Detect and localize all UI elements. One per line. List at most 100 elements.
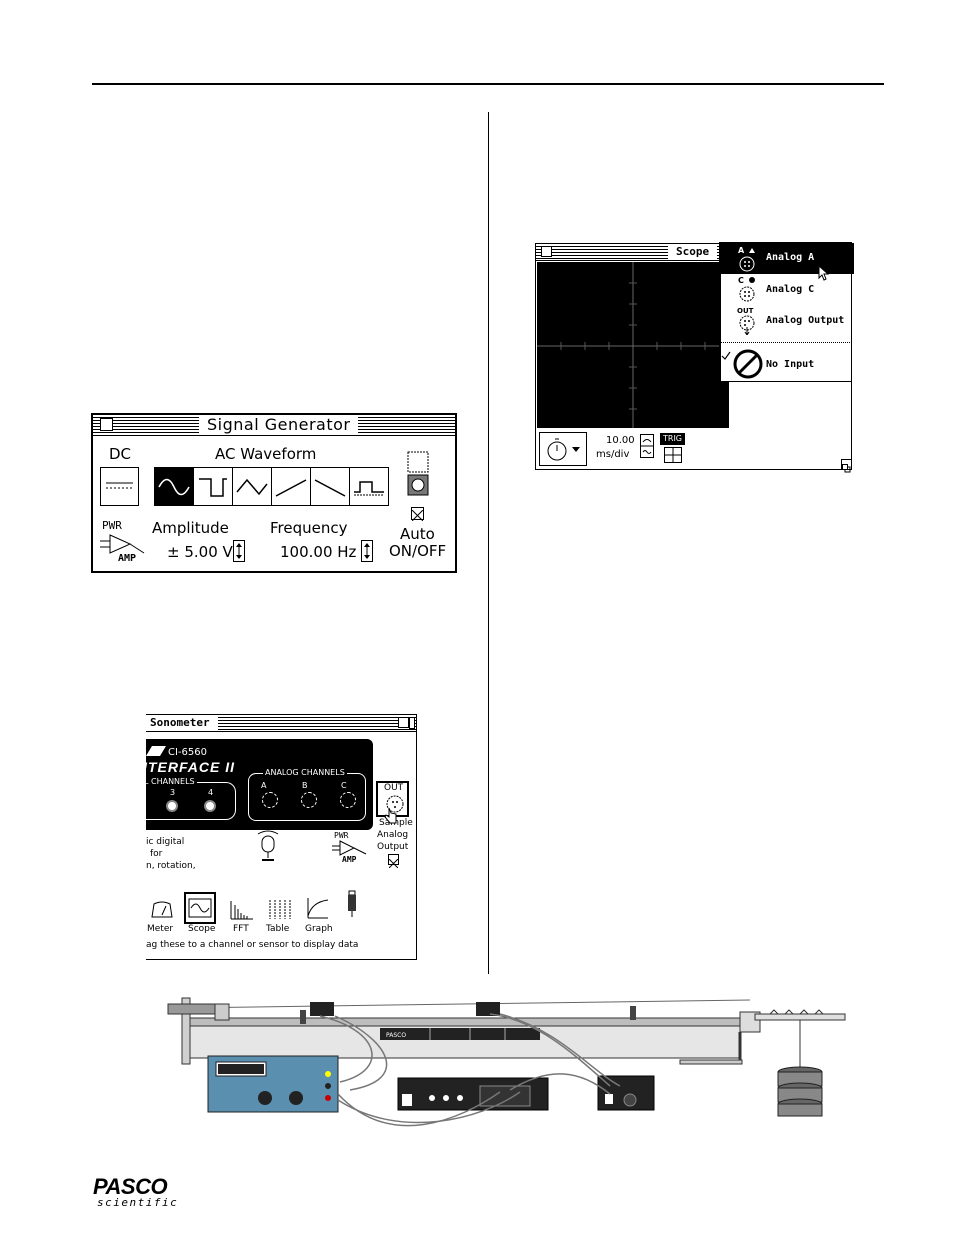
menu-label: Analog Output (766, 315, 845, 326)
triangle-wave-button[interactable] (232, 467, 272, 506)
svg-text:A: A (738, 246, 745, 255)
amplitude-value[interactable]: ± 5.00 V (167, 543, 233, 561)
channel-c-label: C (341, 781, 347, 790)
mouse-pointer-icon (818, 265, 830, 281)
pulse-wave-button[interactable] (349, 467, 389, 506)
trigger-level-icon[interactable] (664, 447, 682, 463)
scope-icon (188, 898, 212, 918)
sample-timer-button[interactable] (539, 432, 587, 466)
resize-box[interactable] (841, 459, 852, 473)
digital-channels-group: L CHANNELS 3 4 (146, 777, 236, 820)
scope-grid (537, 262, 729, 428)
detector-coil (476, 1002, 500, 1016)
power-amplifier-box (207, 1055, 339, 1113)
pasco-logo: PASCO scientific (93, 1176, 183, 1210)
menu-separator (721, 342, 852, 343)
logo-main: PASCO (93, 1174, 168, 1199)
up-down-arrows-icon (364, 543, 370, 559)
display-fft-label: FFT (233, 924, 249, 934)
power-amplifier-icon[interactable]: PWR AMP (332, 831, 368, 867)
sonometer-titlebar[interactable]: Sonometer (146, 715, 416, 732)
amplitude-stepper[interactable] (233, 540, 245, 562)
sonometer-scale (380, 1028, 540, 1040)
digital-desc-2: for (150, 849, 163, 859)
stopwatch-icon (547, 438, 580, 461)
window-title: Signal Generator (199, 415, 359, 435)
dc-button[interactable] (100, 467, 139, 506)
sine-wave-icon (158, 478, 190, 496)
scrollbar-corner (409, 717, 415, 729)
ramp-up-wave-button[interactable] (271, 467, 311, 506)
digital-channel-3-jack[interactable] (166, 800, 178, 812)
model-label: CI-6560 (168, 747, 207, 758)
out-label: OUT (384, 783, 404, 793)
ramp-down-wave-icon (314, 479, 346, 497)
menu-item-analog-a[interactable]: A Analog A (721, 243, 854, 281)
frequency-stepper[interactable] (361, 540, 373, 562)
digital-channel-4-jack[interactable] (204, 800, 216, 812)
timebase-value: 10.00 (606, 435, 635, 446)
hand-pointer-icon (384, 807, 397, 824)
analog-output-jack[interactable]: OUT (376, 781, 409, 817)
menu-label: No Input (766, 359, 815, 370)
no-input-icon (733, 349, 763, 379)
output-caption-2: Analog (377, 830, 409, 840)
up-down-arrows-icon (236, 543, 242, 559)
detector-amplifier-box (597, 1075, 655, 1111)
timebase-unit: ms/div (596, 449, 630, 460)
amplitude-label: Amplitude (152, 519, 229, 537)
timebase-stepper[interactable] (640, 434, 654, 458)
window-title: Scope (668, 244, 718, 260)
close-box[interactable] (541, 246, 552, 257)
pulse-wave-icon (354, 481, 384, 496)
scope-display-icon[interactable] (184, 892, 216, 924)
interface-panel: CI-6560 INTERFACE II L CHANNELS 3 4 ANAL… (146, 739, 373, 830)
menu-label: Analog A (766, 252, 815, 263)
output-connector-icon: OUT (737, 307, 755, 335)
square-wave-icon (199, 478, 227, 497)
table-icon[interactable] (268, 898, 292, 920)
logo-sub: scientific (97, 1196, 179, 1209)
microphone-icon[interactable] (254, 830, 282, 864)
output-connector-icon (386, 795, 404, 813)
trig-button[interactable]: TRIG (660, 433, 686, 445)
hanging-mass-icon (777, 1066, 823, 1117)
driver-coil (310, 1002, 334, 1016)
fft-icon[interactable] (230, 899, 254, 921)
channel-4-label: 4 (208, 788, 214, 797)
square-wave-button[interactable] (193, 467, 233, 506)
analog-channel-b-jack[interactable] (301, 792, 317, 808)
auto-checkbox[interactable] (411, 507, 424, 522)
amp-label: AMP (118, 553, 137, 564)
sine-wave-button[interactable] (154, 467, 194, 506)
pwr-label: PWR (334, 831, 349, 840)
window-title: Sonometer (146, 715, 218, 731)
frequency-value[interactable]: 100.00 Hz (280, 543, 357, 561)
menu-item-analog-output[interactable]: OUT Analog Output (721, 305, 854, 335)
auto-label: Auto (400, 525, 435, 543)
sensor-plug-icon[interactable] (346, 889, 358, 919)
zoom-box[interactable] (398, 717, 409, 728)
ramp-down-wave-button[interactable] (310, 467, 350, 506)
digital-channels-label: L CHANNELS (146, 777, 197, 786)
timebase-zoom-icon (641, 439, 653, 454)
graph-icon[interactable] (306, 896, 330, 920)
menu-item-no-input[interactable]: No Input (721, 347, 854, 381)
analog-channels-label: ANALOG CHANNELS (263, 768, 347, 777)
header-rule (92, 83, 884, 85)
scale-label: PASCO (386, 1032, 406, 1039)
analog-channel-a-jack[interactable] (262, 792, 278, 808)
analog-connector-icon: C (738, 276, 755, 302)
analog-channel-c-jack[interactable] (340, 792, 356, 808)
meter-icon[interactable] (150, 901, 174, 919)
power-amplifier-icon: PWR AMP (100, 519, 146, 564)
menu-item-analog-c[interactable]: C Analog C (721, 275, 854, 305)
channel-3-label: 3 (170, 788, 176, 797)
drag-hint: ag these to a channel or sensor to displ… (146, 940, 359, 950)
signal-generator-titlebar[interactable]: Signal Generator (93, 415, 455, 436)
dc-label: DC (109, 445, 132, 463)
svg-text:OUT: OUT (737, 307, 754, 315)
output-checkbox[interactable] (388, 854, 399, 869)
tension-knob (167, 1003, 219, 1015)
close-box[interactable] (100, 418, 113, 431)
